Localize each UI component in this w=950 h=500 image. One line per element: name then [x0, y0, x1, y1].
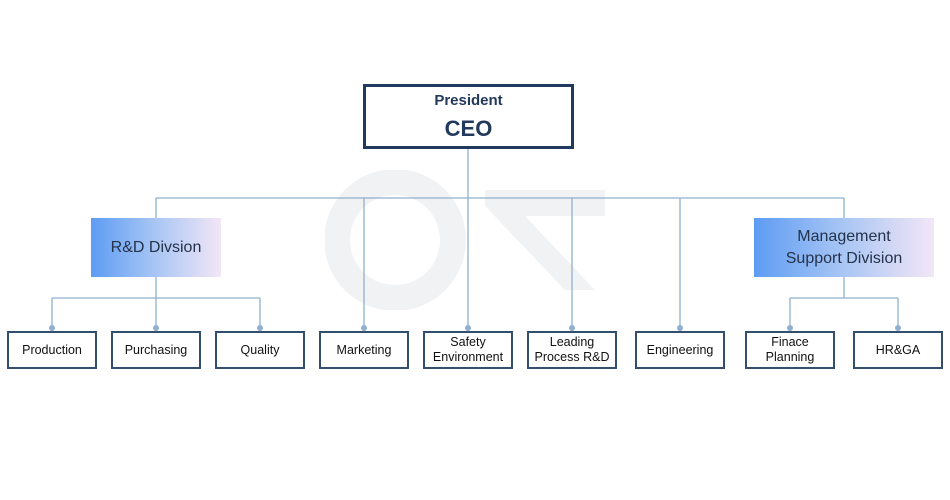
dept-purchasing: Purchasing	[111, 331, 201, 369]
dept-label: Production	[22, 342, 82, 357]
dept-label-line2: Environment	[432, 350, 504, 364]
connector-dot	[895, 325, 901, 331]
dept-marketing: Marketing	[319, 331, 409, 369]
dept-leading-process-rd: Leading Process R&D	[527, 331, 617, 369]
dept-label-line1: Safety	[450, 335, 486, 349]
ceo-name: CEO	[444, 115, 493, 141]
dept-production: Production	[7, 331, 97, 369]
dept-label: Marketing	[336, 342, 392, 357]
rd-division-box: R&D Divsion	[91, 218, 221, 277]
connector-dot	[361, 325, 367, 331]
dept-engineering: Engineering	[635, 331, 725, 369]
management-division-line2: Support Division	[785, 249, 903, 267]
dept-label-line1: Leading	[549, 335, 595, 349]
connector-dot	[49, 325, 55, 331]
dept-label: Quality	[240, 342, 280, 357]
management-division-box: Management Support Division	[754, 218, 934, 277]
connector-dot	[257, 325, 263, 331]
dept-quality: Quality	[215, 331, 305, 369]
dept-label: Engineering	[646, 342, 714, 357]
dept-safety-environment: Safety Environment	[423, 331, 513, 369]
connector-dot	[153, 325, 159, 331]
dept-hr-ga: HR&GA	[853, 331, 943, 369]
dept-finance-planning: Finace Planning	[745, 331, 835, 369]
dept-label-line2: Process R&D	[534, 350, 610, 364]
connector-dot	[677, 325, 683, 331]
dept-label: Purchasing	[124, 342, 188, 357]
connector-dot	[787, 325, 793, 331]
dept-label-line1: Finace	[771, 335, 809, 349]
ceo-box: President CEO	[363, 84, 574, 149]
rd-division-label: R&D Divsion	[110, 238, 202, 256]
dept-label: HR&GA	[875, 342, 921, 357]
connector-dot	[465, 325, 471, 331]
dept-label-line2: Planning	[765, 350, 815, 364]
connector-dot	[569, 325, 575, 331]
ceo-title: President	[434, 91, 503, 109]
watermark-logo	[325, 170, 605, 310]
management-division-line1: Management	[797, 227, 891, 245]
